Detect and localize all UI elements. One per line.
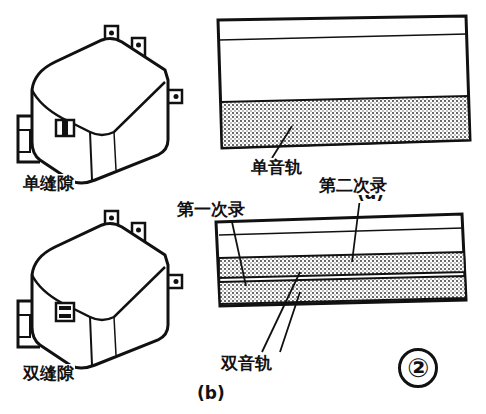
part-label: 双缝隙: [22, 364, 75, 383]
part-label: 单音轨: [250, 158, 303, 177]
figure-label: (b): [196, 384, 226, 403]
part-label: 第二次录: [318, 176, 388, 195]
part-label: 第一次录: [176, 200, 246, 219]
callout-number: ②: [398, 348, 438, 388]
part-label: 双音轨: [220, 354, 273, 373]
part-label: 单缝隙: [22, 174, 75, 193]
